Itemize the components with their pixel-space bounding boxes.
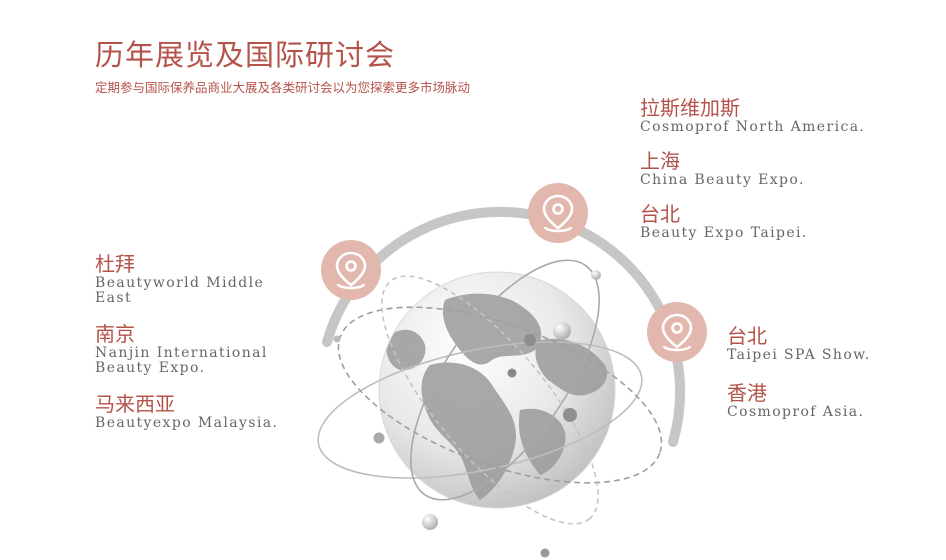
location-city: 南京: [95, 322, 135, 346]
location-group-right-bottom: 台北 Taipei SPA Show. 香港 Cosmoprof Asia.: [727, 324, 937, 438]
map-pin-icon: [528, 183, 588, 243]
location-city: 上海: [640, 149, 680, 173]
location-city: 台北: [640, 202, 680, 226]
page-title: 历年展览及国际研讨会: [95, 38, 396, 72]
location-entry: 上海 China Beauty Expo.: [640, 149, 940, 188]
location-expo: Beautyworld Middle East: [95, 275, 265, 306]
location-expo: China Beauty Expo.: [640, 172, 805, 188]
page-subtitle: 定期参与国际保养品商业大展及各类研讨会以为您探索更多市场脉动: [95, 80, 471, 95]
location-expo: Cosmoprof Asia.: [727, 404, 865, 420]
orbit-2: [337, 306, 663, 484]
location-entry: 马来西亚 Beautyexpo Malaysia.: [95, 392, 295, 431]
location-expo: Taipei SPA Show.: [727, 347, 871, 363]
location-city: 拉斯维加斯: [640, 96, 740, 120]
location-group-left: 杜拜 Beautyworld Middle East 南京 Nanjin Int…: [95, 252, 295, 447]
location-city: 杜拜: [95, 252, 135, 276]
location-city: 台北: [727, 324, 767, 348]
location-expo: Nanjin International Beauty Expo.: [95, 345, 268, 376]
orbit-balls: [333, 270, 601, 558]
location-entry: 南京 Nanjin International Beauty Expo.: [95, 322, 295, 376]
location-expo: Beautyexpo Malaysia.: [95, 415, 279, 431]
location-group-right-top: 拉斯维加斯 Cosmoprof North America. 上海 China …: [640, 96, 940, 255]
location-expo: Cosmoprof North America.: [640, 119, 866, 135]
location-entry: 台北 Beauty Expo Taipei.: [640, 202, 940, 241]
orbit-1: [317, 341, 643, 479]
location-entry: 香港 Cosmoprof Asia.: [727, 381, 937, 420]
orbit-4: [381, 275, 599, 525]
map-pin-icon: [321, 240, 381, 300]
location-entry: 杜拜 Beautyworld Middle East: [95, 252, 295, 306]
globe-icon: [378, 271, 616, 509]
location-city: 香港: [727, 381, 767, 405]
location-entry: 拉斯维加斯 Cosmoprof North America.: [640, 96, 940, 135]
location-city: 马来西亚: [95, 392, 175, 416]
location-entry: 台北 Taipei SPA Show.: [727, 324, 937, 363]
orbit-3: [410, 259, 600, 501]
location-expo: Beauty Expo Taipei.: [640, 225, 808, 241]
map-pin-icon: [647, 302, 707, 362]
